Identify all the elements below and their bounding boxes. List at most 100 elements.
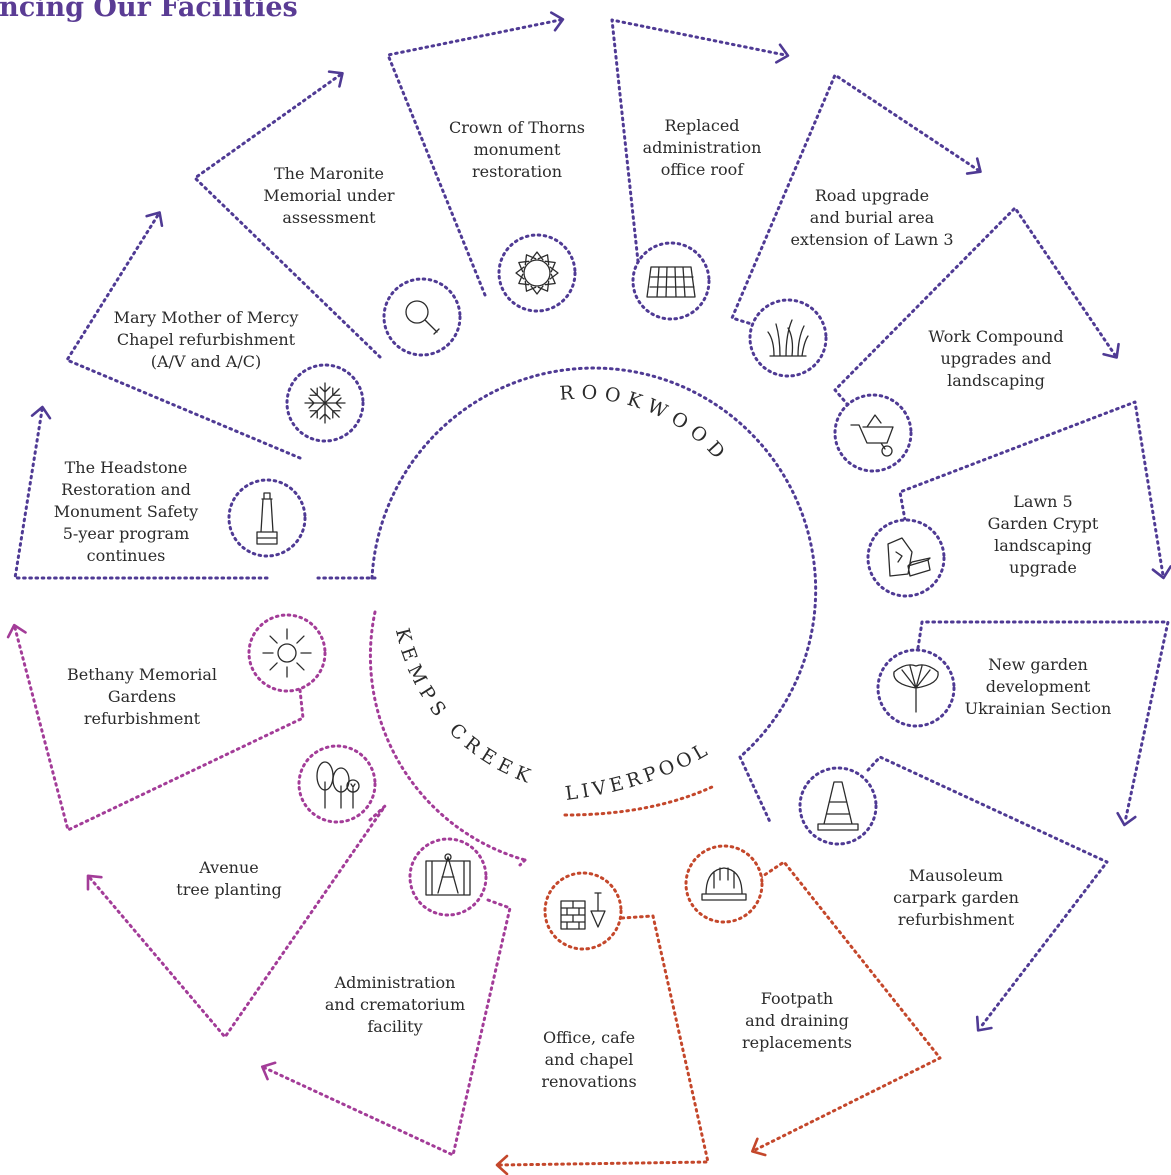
icon-circle-work-compound — [833, 393, 913, 473]
icon-circle-mausoleum — [798, 766, 878, 846]
segment-bethany — [13, 626, 305, 832]
icon-circle-crown-thorns — [497, 233, 577, 313]
project-label-footpath: Footpath and draining replacements — [742, 988, 852, 1054]
project-label-line: Gardens — [107, 687, 177, 706]
region-label-rookwood: ROOKWOOD — [559, 381, 734, 468]
icon-circle-maronite — [382, 277, 462, 357]
project-label-line: facility — [367, 1017, 423, 1036]
segment-avenue — [88, 804, 387, 1039]
project-label-line: carpark garden — [893, 888, 1019, 907]
project-label-line: and chapel — [544, 1050, 634, 1069]
region-label-kemps-creek: KEMPS CREEK — [391, 626, 539, 790]
crown-of-thorns-icon — [515, 251, 559, 295]
bricks-trowel-icon — [560, 892, 606, 930]
project-label-line: and crematorium — [324, 995, 466, 1014]
ginkgo-leaf-icon — [893, 664, 939, 713]
project-label-line: landscaping — [947, 371, 1045, 390]
project-label-line: Footpath — [760, 989, 834, 1008]
project-label-line: development — [985, 677, 1091, 696]
project-label-line: Mary Mother of Mercy — [113, 308, 299, 327]
segment-work-compound — [833, 206, 1117, 407]
project-label-line: and burial area — [809, 208, 935, 227]
icon-circle-headstone — [227, 478, 307, 558]
segment-road-upgrade — [730, 73, 980, 327]
project-label-line: New garden — [988, 655, 1088, 674]
project-label-line: Mausoleum — [908, 866, 1004, 885]
traffic-cone-icon — [817, 781, 859, 831]
project-label-line: Bethany Memorial — [66, 665, 218, 684]
project-label-line: Restoration and — [61, 480, 191, 499]
project-label-line: Administration — [334, 973, 456, 992]
project-label-line: and draining — [745, 1011, 849, 1030]
sun-icon — [262, 628, 312, 678]
project-label-line: renovations — [541, 1072, 637, 1091]
arrow-footpath — [751, 1137, 767, 1157]
project-label-line: Garden Crypt — [987, 514, 1099, 533]
snowflake-icon — [304, 382, 346, 424]
segment-mausoleum — [866, 755, 1109, 1030]
connector-mausoleum — [738, 755, 772, 824]
arrow-bethany — [6, 623, 27, 639]
segment-lawn5 — [898, 400, 1165, 577]
arrow-lawn5 — [1151, 565, 1171, 580]
project-label-line: tree planting — [176, 880, 282, 899]
segment-admin-roof — [610, 18, 787, 282]
project-label-office-cafe: Office, cafe and chapel renovations — [541, 1027, 636, 1093]
segment-maronite — [193, 73, 382, 359]
project-label-line: Crown of Thorns — [448, 118, 586, 137]
project-label-line: Memorial under — [263, 186, 395, 205]
segment-mary-mother — [65, 213, 302, 460]
project-label-line: Office, cafe — [542, 1028, 636, 1047]
arrow-ukrainian — [1116, 811, 1137, 827]
arrow-crown-thorns — [549, 11, 565, 32]
ring-arc-rookwood — [370, 366, 818, 759]
project-label-line: assessment — [282, 208, 376, 227]
icon-circle-admin-crematorium — [408, 837, 488, 917]
arrow-admin-crematorium — [260, 1061, 277, 1081]
arrow-admin-roof — [774, 43, 790, 64]
brick-bag-icon — [887, 537, 931, 577]
project-label-line: office roof — [660, 160, 744, 179]
arrow-avenue — [86, 874, 103, 891]
icon-circle-mary-mother — [285, 363, 365, 443]
segment-admin-crematorium — [263, 898, 512, 1157]
project-label-line: restoration — [471, 162, 563, 181]
project-label-line: refurbishment — [897, 910, 1015, 929]
icon-circle-admin-roof — [631, 241, 711, 321]
project-label-line: upgrade — [1009, 558, 1077, 577]
project-label-line: Monument Safety — [53, 502, 199, 521]
arrow-office-cafe — [495, 1154, 509, 1175]
segment-headstone — [13, 408, 269, 580]
project-label-line: replacements — [741, 1033, 853, 1052]
arrow-mary-mother — [145, 211, 164, 228]
icon-circle-ukrainian — [876, 648, 956, 728]
icon-circle-avenue — [297, 744, 377, 824]
project-label-mausoleum: Mausoleum carpark garden refurbishment — [893, 865, 1019, 931]
roof-tiles-icon — [646, 266, 696, 298]
project-label-line: continues — [86, 546, 166, 565]
project-label-line: The Headstone — [64, 458, 188, 477]
connector-kemps — [518, 858, 527, 867]
arrow-headstone — [30, 405, 52, 420]
segment-office-cafe — [498, 914, 710, 1167]
arrow-work-compound — [1102, 342, 1120, 359]
segment-ukrainian — [916, 620, 1170, 824]
project-label-line: extension of Lawn 3 — [790, 230, 954, 249]
arrow-maronite — [327, 70, 344, 88]
project-label-line: Avenue — [199, 858, 259, 877]
project-label-line: Road upgrade — [814, 186, 930, 205]
arrow-mausoleum — [975, 1015, 993, 1032]
wheelbarrow-icon — [850, 414, 894, 457]
blueprint-compass-icon — [425, 853, 471, 896]
lighthouse-monument-icon — [256, 492, 278, 545]
project-label-line: Ukrainian Section — [964, 699, 1112, 718]
segment-footpath — [753, 860, 942, 1152]
ring-arc-kemps-creek — [368, 610, 527, 862]
